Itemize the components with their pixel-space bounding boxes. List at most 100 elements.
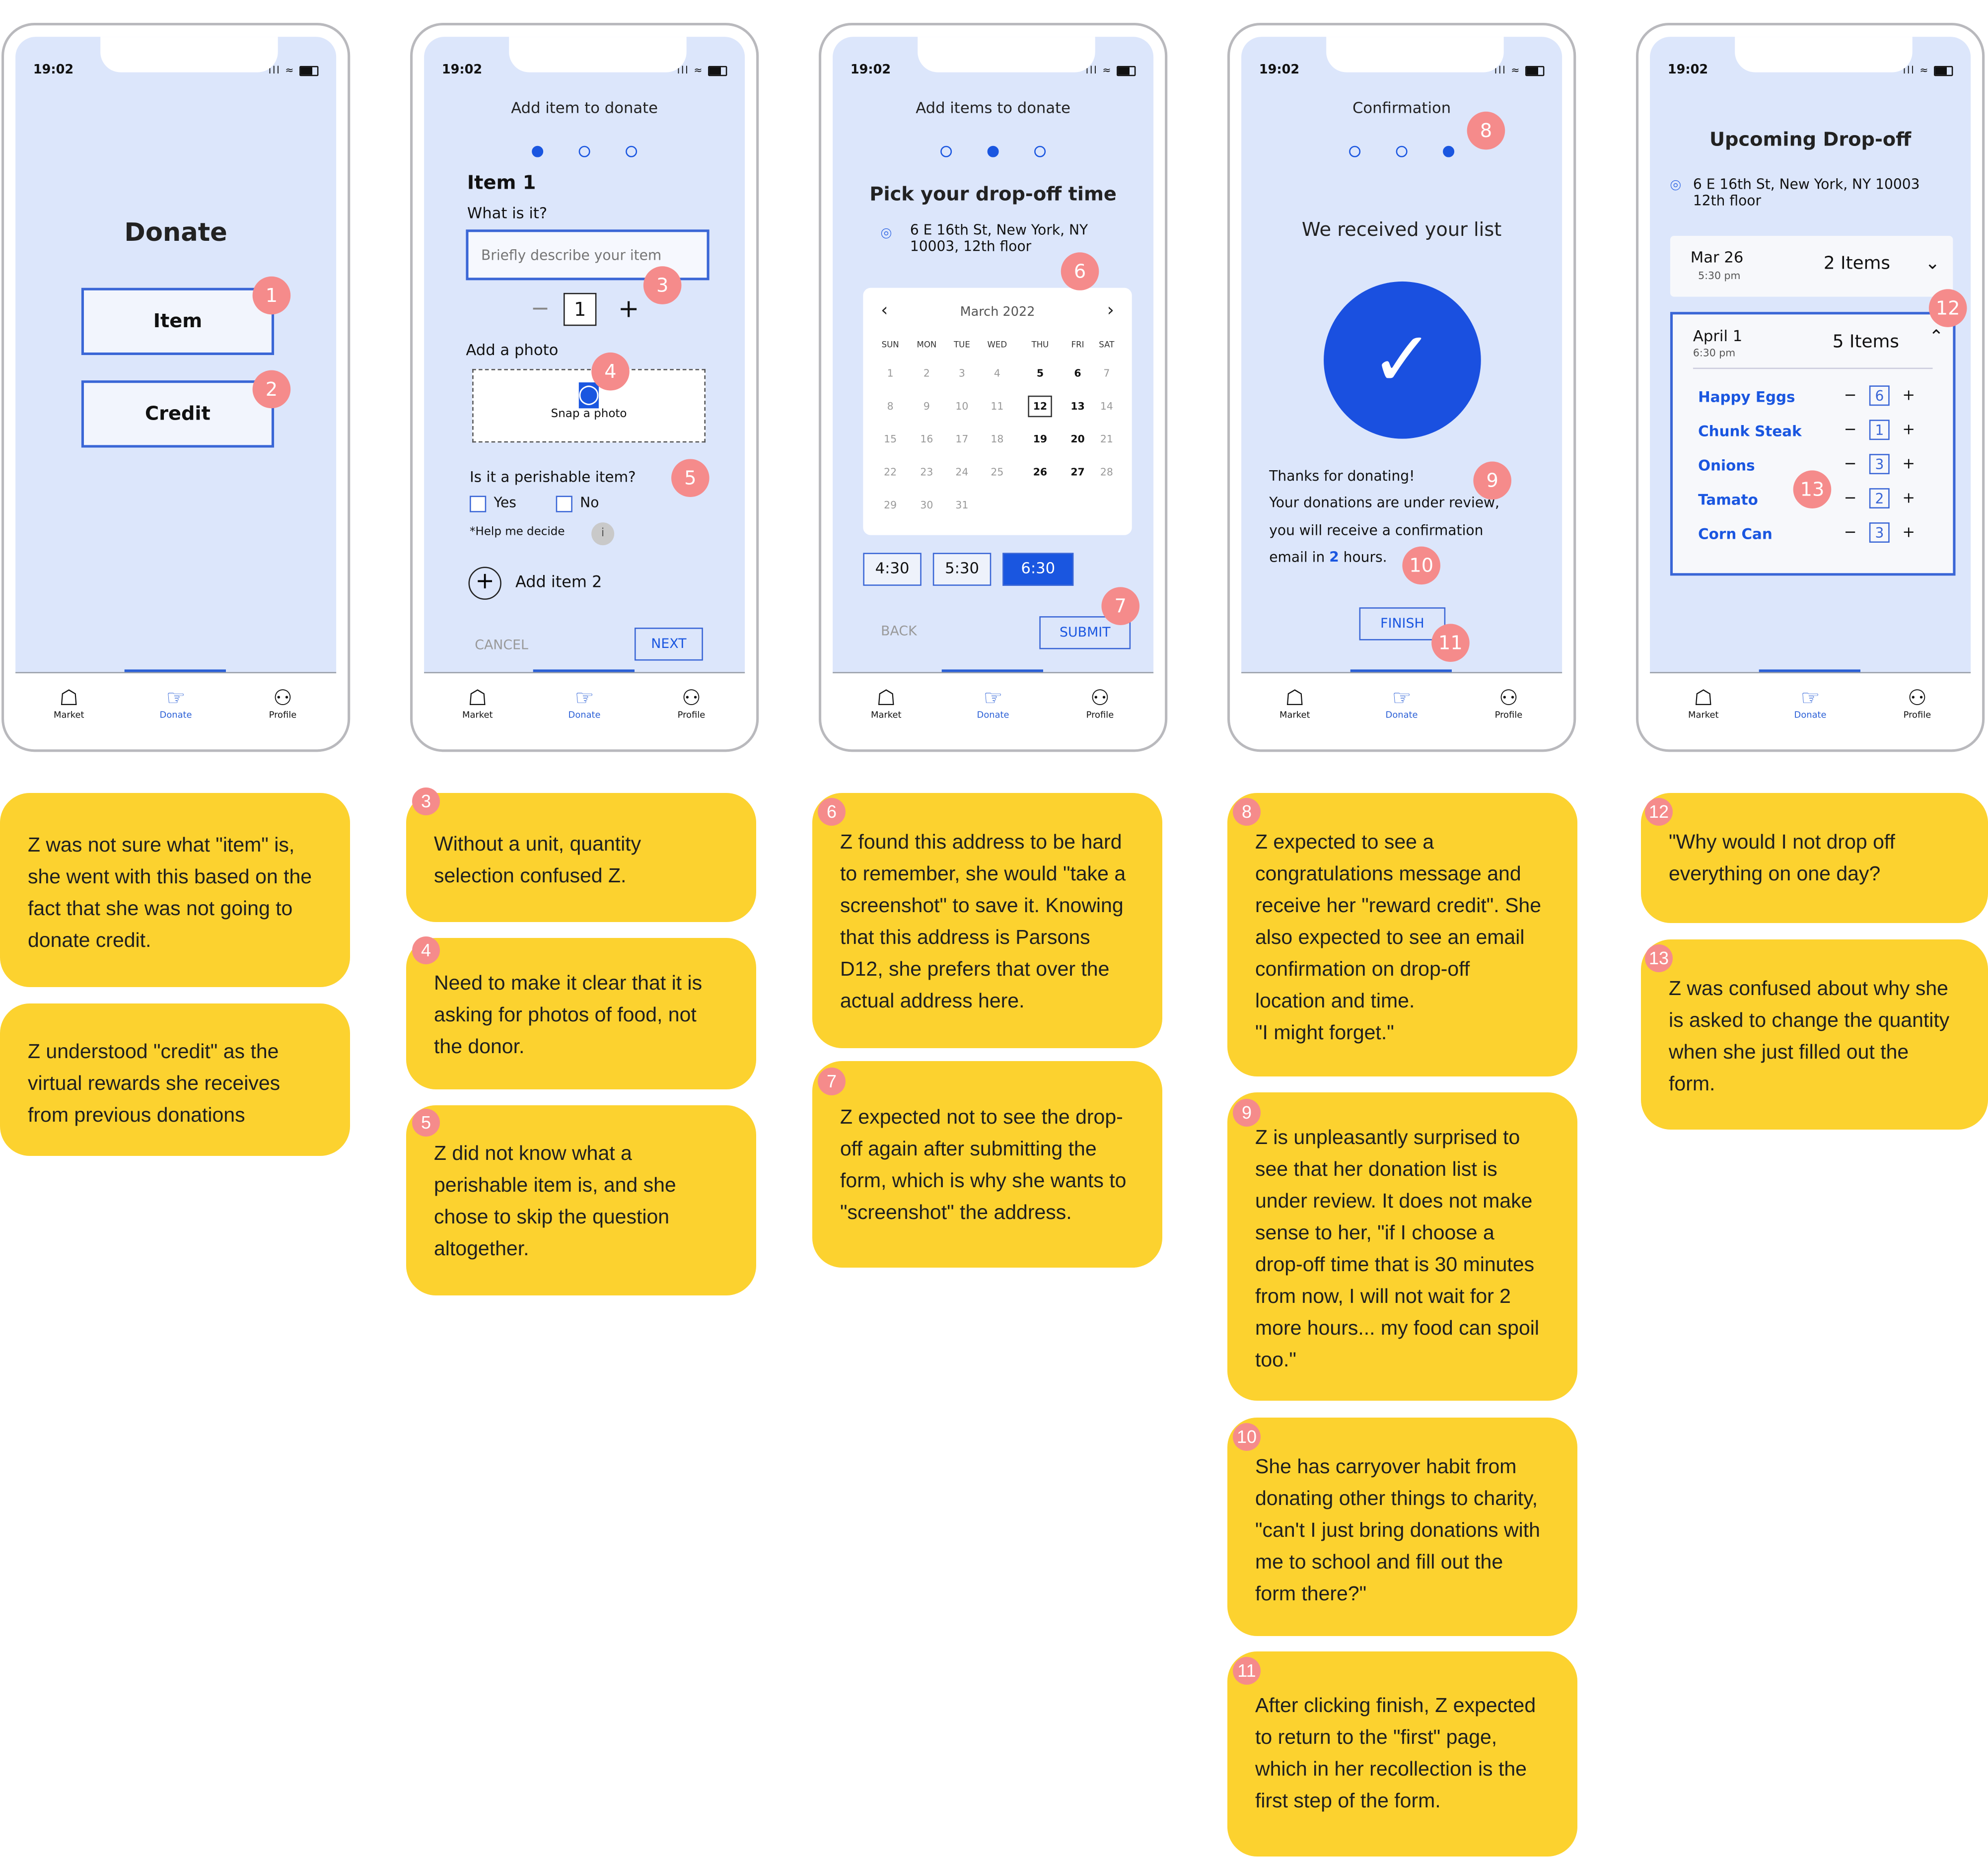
chevron-down-icon[interactable]: ⌄ [1925, 253, 1940, 274]
status-icons: ıll ≈ [677, 65, 727, 76]
tab-donate[interactable]: ☞Donate [533, 669, 636, 720]
card-time: 6:30 pm [1693, 347, 1736, 359]
photo-label: Add a photo [466, 341, 559, 359]
add-item-2-button[interactable]: Add item 2 [515, 572, 602, 591]
day[interactable]: 28 [1100, 466, 1113, 478]
day[interactable]: 24 [955, 466, 969, 478]
time-slot-530[interactable]: 5:30 [932, 553, 992, 586]
note-7: Z expected not to see the drop-off again… [812, 1061, 1162, 1268]
time-slot-630[interactable]: 6:30 [1002, 553, 1074, 586]
prev-month-icon[interactable]: ‹ [881, 300, 888, 321]
badge-7: 7 [1101, 587, 1140, 625]
day[interactable]: 2 [923, 367, 930, 379]
tab-market[interactable]: ☖Market [836, 680, 937, 720]
day[interactable]: 6 [1074, 367, 1081, 379]
tab-profile[interactable]: ⚇Profile [1049, 680, 1150, 720]
day[interactable]: 25 [991, 466, 1004, 478]
qty-box[interactable]: 3 [1869, 522, 1890, 543]
submit-button[interactable]: SUBMIT [1039, 616, 1131, 649]
day[interactable]: 11 [991, 400, 1004, 412]
day[interactable]: 23 [920, 466, 933, 478]
qty-minus-button[interactable]: − [530, 295, 550, 322]
day[interactable]: 9 [923, 400, 930, 412]
qty-stepper[interactable]: −6+ [1844, 385, 1915, 406]
day[interactable]: 3 [958, 367, 965, 379]
tab-donate[interactable]: ☞Donate [125, 669, 227, 720]
tab-label: Market [871, 710, 902, 720]
qty-value[interactable]: 1 [563, 292, 597, 326]
help-decide-link[interactable]: *Help me decide [470, 526, 565, 539]
cancel-button[interactable]: CANCEL [475, 638, 528, 653]
chevron-up-icon[interactable]: ⌃ [1928, 327, 1944, 348]
day[interactable]: 26 [1033, 466, 1048, 478]
day[interactable]: 16 [920, 433, 933, 445]
step-indicator [833, 138, 1153, 162]
item-button[interactable]: Item [81, 287, 275, 356]
yes-checkbox[interactable]: Yes [470, 495, 516, 512]
qty-stepper[interactable]: −1+ [1844, 420, 1915, 440]
qty-box[interactable]: 6 [1869, 385, 1890, 406]
tab-profile[interactable]: ⚇Profile [232, 680, 333, 720]
qty-box[interactable]: 3 [1869, 454, 1890, 475]
day[interactable]: 4 [994, 367, 1000, 379]
time-slot-430[interactable]: 4:30 [863, 553, 922, 586]
add-item-plus-icon[interactable]: + [468, 567, 501, 600]
tab-profile[interactable]: ⚇Profile [1866, 680, 1968, 720]
day[interactable]: 18 [991, 433, 1004, 445]
dropoff-card-mar26[interactable]: Mar 26 5:30 pm 2 Items ⌄ [1670, 236, 1953, 297]
hand-icon: ☞ [166, 686, 186, 712]
tab-donate[interactable]: ☞Donate [1350, 669, 1453, 720]
back-button[interactable]: BACK [881, 624, 917, 640]
day[interactable]: 8 [887, 400, 894, 412]
qty-box[interactable]: 2 [1869, 488, 1890, 509]
tab-profile[interactable]: ⚇Profile [640, 680, 742, 720]
finish-button[interactable]: FINISH [1359, 607, 1446, 641]
day[interactable]: 27 [1070, 466, 1085, 478]
tab-label: Donate [1385, 710, 1418, 720]
qty-box[interactable]: 1 [1869, 420, 1890, 440]
tab-donate[interactable]: ☞Donate [942, 669, 1044, 720]
day[interactable]: 10 [955, 400, 969, 412]
next-button[interactable]: NEXT [634, 628, 703, 661]
qty-stepper[interactable]: −2+ [1844, 488, 1915, 509]
day[interactable]: 31 [955, 499, 969, 510]
qty-stepper[interactable]: −3+ [1844, 454, 1915, 475]
card-date: April 1 [1693, 327, 1743, 345]
day[interactable]: 13 [1070, 400, 1085, 412]
describe-input[interactable] [466, 229, 710, 281]
next-month-icon[interactable]: › [1107, 300, 1114, 321]
no-checkbox[interactable]: No [556, 495, 599, 512]
day[interactable]: 22 [884, 466, 897, 478]
dropoff-card-apr1[interactable]: April 1 6:30 pm 5 Items ⌃ [1670, 312, 1956, 576]
day[interactable]: 7 [1103, 367, 1110, 379]
tab-donate[interactable]: ☞Donate [1759, 669, 1861, 720]
store-icon: ☖ [59, 686, 79, 712]
tab-market[interactable]: ☖Market [427, 680, 528, 720]
notch [1735, 37, 1913, 72]
day[interactable]: 29 [884, 499, 897, 510]
day[interactable]: 1 [887, 367, 894, 379]
day[interactable]: 20 [1070, 433, 1085, 445]
note-5-badge: 5 [412, 1109, 440, 1137]
day[interactable]: 17 [955, 433, 969, 445]
tab-profile[interactable]: ⚇Profile [1458, 680, 1559, 720]
day[interactable]: 30 [920, 499, 933, 510]
qty-stepper[interactable]: −3+ [1844, 522, 1915, 543]
day[interactable]: 15 [884, 433, 897, 445]
info-icon[interactable]: i [591, 522, 615, 546]
photo-upload-box[interactable]: ◙ Snap a photo [472, 369, 706, 443]
qty-plus-button[interactable]: + [618, 292, 639, 324]
tab-market[interactable]: ☖Market [18, 680, 120, 720]
day-selected[interactable]: 12 [1016, 389, 1064, 422]
day[interactable]: 21 [1100, 433, 1113, 445]
day[interactable]: 19 [1033, 433, 1048, 445]
tab-market[interactable]: ☖Market [1653, 680, 1754, 720]
day[interactable]: 5 [1036, 367, 1044, 379]
status-icons: ıll ≈ [269, 65, 319, 76]
tab-market[interactable]: ☖Market [1244, 680, 1346, 720]
dow: SAT [1099, 340, 1115, 350]
credit-button[interactable]: Credit [81, 380, 275, 448]
day[interactable]: 14 [1100, 400, 1113, 412]
